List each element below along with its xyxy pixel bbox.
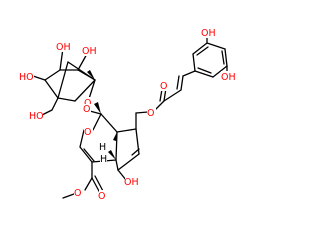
oxygen-atom-label: O (98, 191, 105, 202)
oxygen-atom-label: HO (19, 72, 34, 83)
bond (116, 128, 137, 133)
bond (176, 75, 180, 90)
bond (206, 42, 226, 50)
bond (51, 97, 59, 111)
bond (155, 100, 165, 110)
wedge-bond (108, 150, 116, 160)
bond (79, 146, 93, 163)
chemical-structure-diagram: OH OH HO HO O O O O O OH OH O O OH H H (19, 27, 236, 202)
bond (94, 175, 104, 192)
bond (117, 153, 140, 171)
bond (74, 79, 96, 102)
bond (135, 111, 149, 114)
oxygen-atom-label: HO (29, 111, 44, 122)
wedge-bond (113, 132, 117, 141)
bond (224, 48, 228, 67)
hydrogen-atom-label: H (100, 154, 107, 165)
bond (221, 50, 225, 65)
bond (79, 129, 85, 148)
bond (192, 42, 208, 55)
oxygen-atom-label: OH (201, 28, 216, 39)
bond (197, 67, 212, 74)
bond (182, 70, 196, 77)
oxygen-atom-label: O (147, 108, 154, 119)
bond (163, 89, 182, 102)
bond (212, 65, 228, 78)
stereo-wedges (87, 70, 117, 160)
bond (83, 148, 95, 162)
bond (91, 177, 101, 194)
hydrogen-atom-label: H (99, 142, 106, 153)
bond (84, 177, 93, 191)
wedge-bond (94, 102, 101, 114)
bond (115, 131, 118, 161)
bond (44, 79, 59, 99)
bond (57, 61, 69, 99)
bond (194, 70, 214, 78)
bond (115, 159, 119, 171)
bond (131, 148, 140, 156)
bond (100, 113, 118, 133)
bond (192, 53, 196, 72)
oxygen-atom-label: OH (82, 46, 97, 57)
bond (196, 46, 209, 56)
bond (41, 109, 53, 116)
atom-labels: OH OH HO HO O O O O O OH OH O O OH H H (19, 27, 236, 202)
bond (62, 193, 75, 199)
oxygen-atom-label: OH (56, 42, 71, 53)
oxygen-atom-label: OH (124, 177, 139, 188)
bond (117, 169, 127, 181)
oxygen-atom-label: O (160, 81, 167, 92)
oxygen-atom-label: O (84, 98, 91, 109)
oxygen-atom-label: O (83, 104, 90, 115)
oxygen-atom-label: O (84, 127, 91, 138)
bond (180, 75, 184, 91)
iridoid-core-bonds (62, 109, 149, 199)
caffeoyl-chain-bonds (155, 35, 228, 110)
bond (32, 75, 46, 81)
wedge-bond (87, 70, 95, 80)
bond (57, 97, 76, 102)
bond (67, 61, 96, 81)
bond (44, 69, 61, 81)
oxygen-atom-label: OH (221, 72, 236, 83)
oxygen-atom-label: O (74, 188, 81, 199)
bond (92, 113, 102, 131)
